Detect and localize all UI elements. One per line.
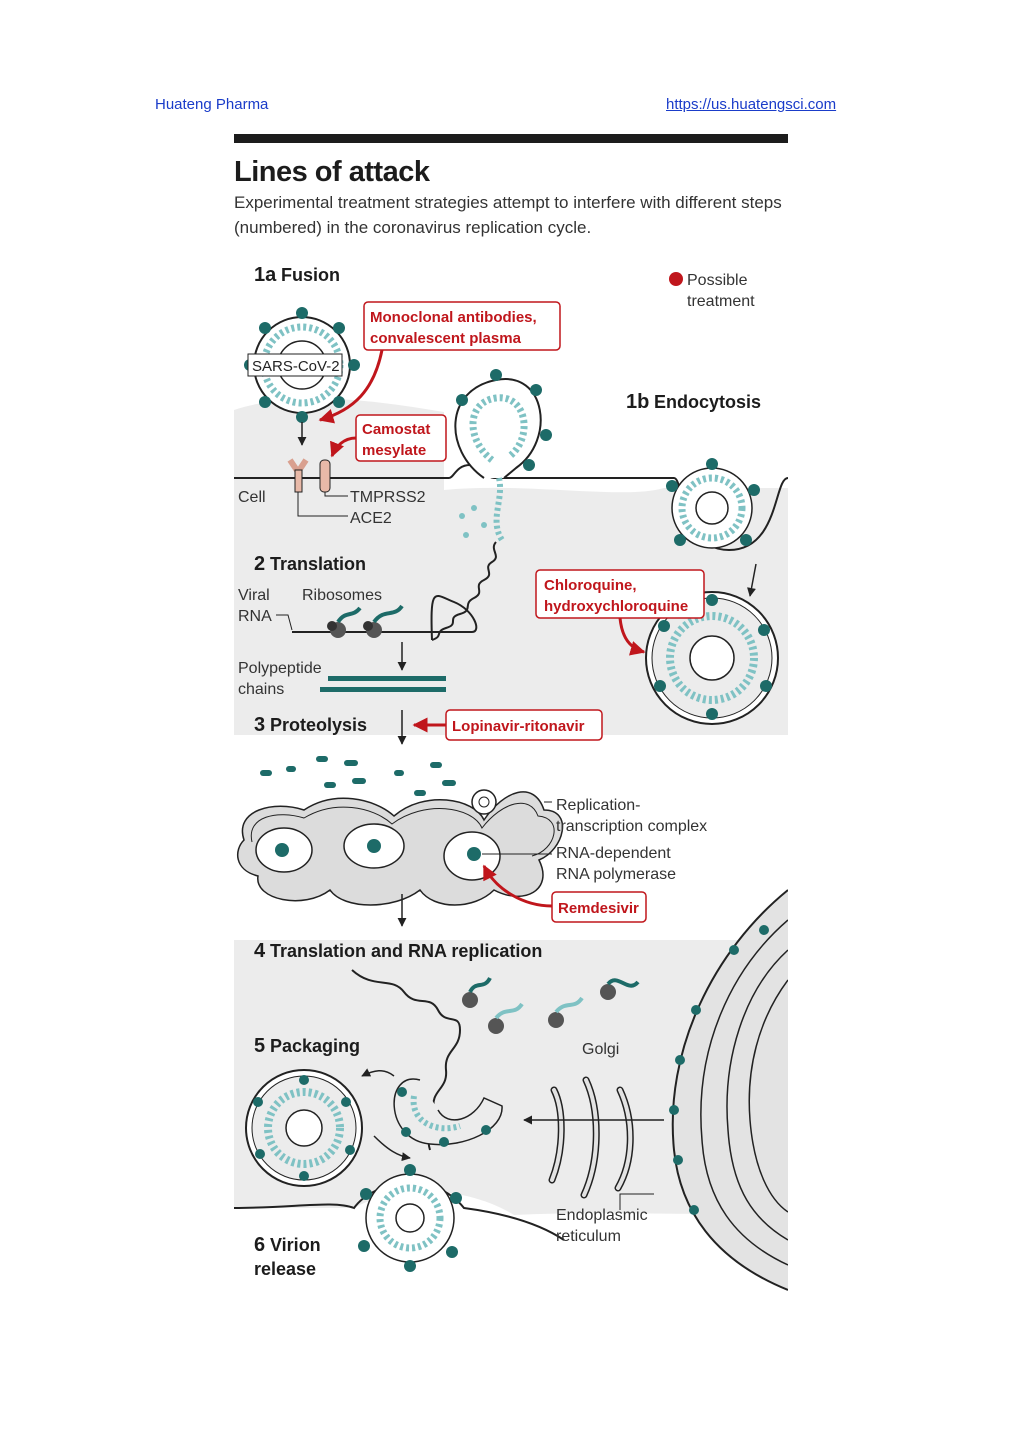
polypeptide-chain <box>328 676 446 681</box>
treatment-camostat-label: mesylate <box>362 442 426 459</box>
nascent-polypeptide <box>372 604 404 624</box>
treatment-chloroquine-label: hydroxychloroquine <box>544 598 688 615</box>
endosome-virion <box>666 458 760 549</box>
er-leader <box>619 1193 654 1210</box>
step-1a-label: Fusion <box>281 265 340 285</box>
virus-label: SARS-CoV-2 <box>252 358 340 375</box>
viral-rna-label: RNA <box>238 608 272 625</box>
golgi-label: Golgi <box>582 1041 619 1058</box>
nascent-polypeptide <box>336 606 362 624</box>
packaging-arrow <box>361 1068 395 1077</box>
late-endosome <box>645 591 779 725</box>
treatment-mab-label: Monoclonal antibodies, <box>370 309 537 326</box>
cell-region-lower <box>234 940 788 1215</box>
step-6-label: release <box>254 1259 316 1279</box>
treatment-legend-dot <box>669 272 683 286</box>
rdrp-label: RNA-dependent <box>556 845 671 862</box>
step-1a-number: 1a <box>254 264 277 286</box>
site-link[interactable]: https://us.huatengsci.com <box>666 96 837 113</box>
treatment-mab-arrow <box>318 349 384 424</box>
polypeptide-label: Polypeptide <box>238 660 322 677</box>
treatment-mab-box <box>363 301 561 351</box>
rtc-label: Replication- <box>556 797 640 814</box>
treatment-remdesivir-arrow <box>482 864 553 908</box>
transport-arrow <box>373 1135 411 1162</box>
ribosomes-label: Ribosomes <box>302 587 382 604</box>
rdrp-label: RNA polymerase <box>556 866 676 883</box>
assembling-virion <box>393 1078 503 1147</box>
endocytosis-arrow <box>747 563 757 597</box>
treatment-chloroquine-label: Chloroquine, <box>544 577 637 594</box>
polypeptide-label: chains <box>238 681 284 698</box>
cell-membrane <box>234 463 788 552</box>
figure-subtitle: Experimental treatment strategies attemp… <box>234 193 782 237</box>
nucleus-er <box>669 889 788 1291</box>
viral-rna-strand <box>292 595 478 641</box>
step-1b-number: 1b <box>626 391 649 413</box>
tmprss2-leader <box>324 492 348 497</box>
viral-rna-leader <box>276 614 293 631</box>
treatment-camostat-arrow <box>330 436 357 458</box>
tmprss2-label: TMPRSS2 <box>350 489 426 506</box>
treatment-chloroquine-arrow <box>618 617 646 656</box>
step-1b-label: Endocytosis <box>654 392 761 412</box>
step-3-label: Proteolysis <box>270 715 367 735</box>
step-4-label: Translation and RNA replication <box>270 941 542 961</box>
tmprss2-protease <box>319 459 331 493</box>
treatment-mab-label: convalescent plasma <box>370 330 522 347</box>
treatment-lopinavir-label: Lopinavir-ritonavir <box>452 718 585 735</box>
step-5-label: Packaging <box>270 1036 360 1056</box>
fusing-virion <box>454 369 552 542</box>
er-label: Endoplasmic <box>556 1207 648 1224</box>
packaged-virion <box>245 1069 363 1187</box>
ribosome-cluster <box>462 976 640 1034</box>
golgi-apparatus <box>548 1076 634 1199</box>
cell-label: Cell <box>238 489 266 506</box>
step-6-label: Virion <box>270 1235 321 1255</box>
step-6-number: 6 <box>254 1234 265 1256</box>
title-rule <box>234 134 788 143</box>
ribosome <box>363 621 382 638</box>
rtc-label: transcription complex <box>556 818 707 835</box>
step-5-number: 5 <box>254 1035 265 1057</box>
polypeptide-chain <box>320 687 446 692</box>
released-virion <box>234 1164 565 1272</box>
legend-label: Possible <box>687 272 748 289</box>
brand-link[interactable]: Huateng Pharma <box>155 96 269 113</box>
ace2-leader <box>297 492 348 517</box>
legend-label: treatment <box>687 293 755 310</box>
step-3-number: 3 <box>254 714 265 736</box>
ace2-label: ACE2 <box>350 510 392 527</box>
step-4-number: 4 <box>254 940 266 962</box>
replication-cycle-diagram: Possible treatment 1a Fusion SARS-CoV-2 … <box>234 264 788 1291</box>
viral-rna-label: Viral <box>238 587 270 604</box>
replication-organelle-network <box>236 789 564 906</box>
released-viral-rna <box>431 541 497 641</box>
step-2-label: Translation <box>270 554 366 574</box>
step-2-number: 2 <box>254 553 265 575</box>
er-label: reticulum <box>556 1228 621 1245</box>
treatment-remdesivir-label: Remdesivir <box>558 900 639 917</box>
virus-label-box <box>247 353 343 377</box>
treatment-camostat-label: Camostat <box>362 421 430 438</box>
cleaved-protein-fragments <box>260 756 456 796</box>
ribosome <box>327 621 346 638</box>
figure-title: Lines of attack <box>234 156 430 188</box>
